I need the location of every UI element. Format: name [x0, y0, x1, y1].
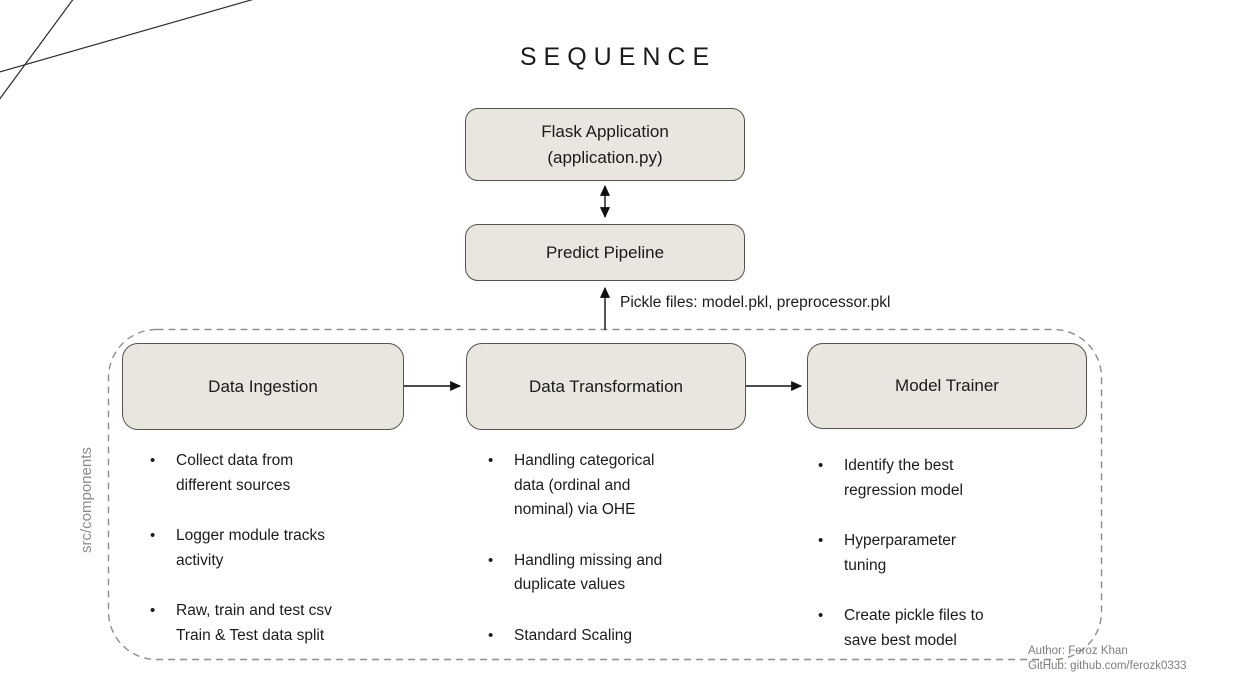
node-data-transformation: Data Transformation — [466, 343, 746, 430]
bullet-text: Create pickle files to save best model — [844, 607, 984, 649]
list-item: • Handling missing and duplicate values — [488, 549, 740, 598]
list-item: • Raw, train and test csv Train & Test d… — [150, 599, 402, 648]
list-item: • Hyperparameter tuning — [818, 529, 1070, 578]
list-item: • Handling categorical data (ordinal and… — [488, 449, 740, 523]
bullet-text: Collect data from different sources — [176, 452, 294, 494]
bullet-icon: • — [488, 626, 494, 644]
list-item: • Logger module tracks activity — [150, 524, 402, 573]
bullet-text: Handling missing and duplicate values — [514, 551, 663, 594]
bullet-text: Hyperparameter tuning — [844, 532, 956, 574]
pickle-files-label: Pickle files: model.pkl, preprocessor.pk… — [620, 294, 891, 311]
list-item: • Collect data from different sources — [150, 449, 402, 498]
bullet-icon: • — [488, 452, 494, 469]
bullet-icon: • — [818, 532, 824, 549]
github-line: GitHub: github.com/ferozk0333 — [1028, 659, 1187, 672]
model-trainer-bullet-list: • Identify the best regression model • H… — [818, 454, 1070, 679]
decor-line-steep — [0, 0, 74, 100]
bullet-text: Standard Scaling — [514, 626, 633, 644]
bullet-icon: • — [150, 452, 156, 469]
bullet-icon: • — [818, 607, 824, 624]
data-transformation-bullet-list: • Handling categorical data (ordinal and… — [488, 449, 740, 674]
bullet-icon: • — [150, 527, 156, 544]
src-components-label: src/components — [78, 447, 95, 553]
bullet-text: Handling categorical data (ordinal and n… — [514, 452, 655, 518]
bullet-text: Raw, train and test csv Train & Test dat… — [176, 602, 332, 644]
node-flask-application: Flask Application (application.py) — [465, 108, 745, 181]
list-item: • Standard Scaling — [488, 624, 740, 649]
bullet-icon: • — [818, 457, 824, 474]
node-predict-pipeline: Predict Pipeline — [465, 224, 745, 281]
data-ingestion-bullet-list: • Collect data from different sources • … — [150, 449, 402, 674]
page-title: SEQUENCE — [519, 43, 717, 71]
decor-line-shallow — [0, 0, 254, 73]
author-line: Author: Feroz Khan — [1028, 645, 1128, 657]
node-model-trainer: Model Trainer — [807, 343, 1087, 429]
list-item: • Create pickle files to save best model — [818, 604, 1070, 653]
bullet-icon: • — [488, 551, 494, 569]
bullet-text: Identify the best regression model — [844, 457, 963, 499]
bullet-icon: • — [150, 602, 156, 619]
node-data-ingestion: Data Ingestion — [122, 343, 404, 430]
bullet-text: Logger module tracks activity — [176, 527, 326, 569]
credits: Author: Feroz Khan GitHub: github.com/fe… — [1028, 644, 1187, 673]
list-item: • Identify the best regression model — [818, 454, 1070, 503]
